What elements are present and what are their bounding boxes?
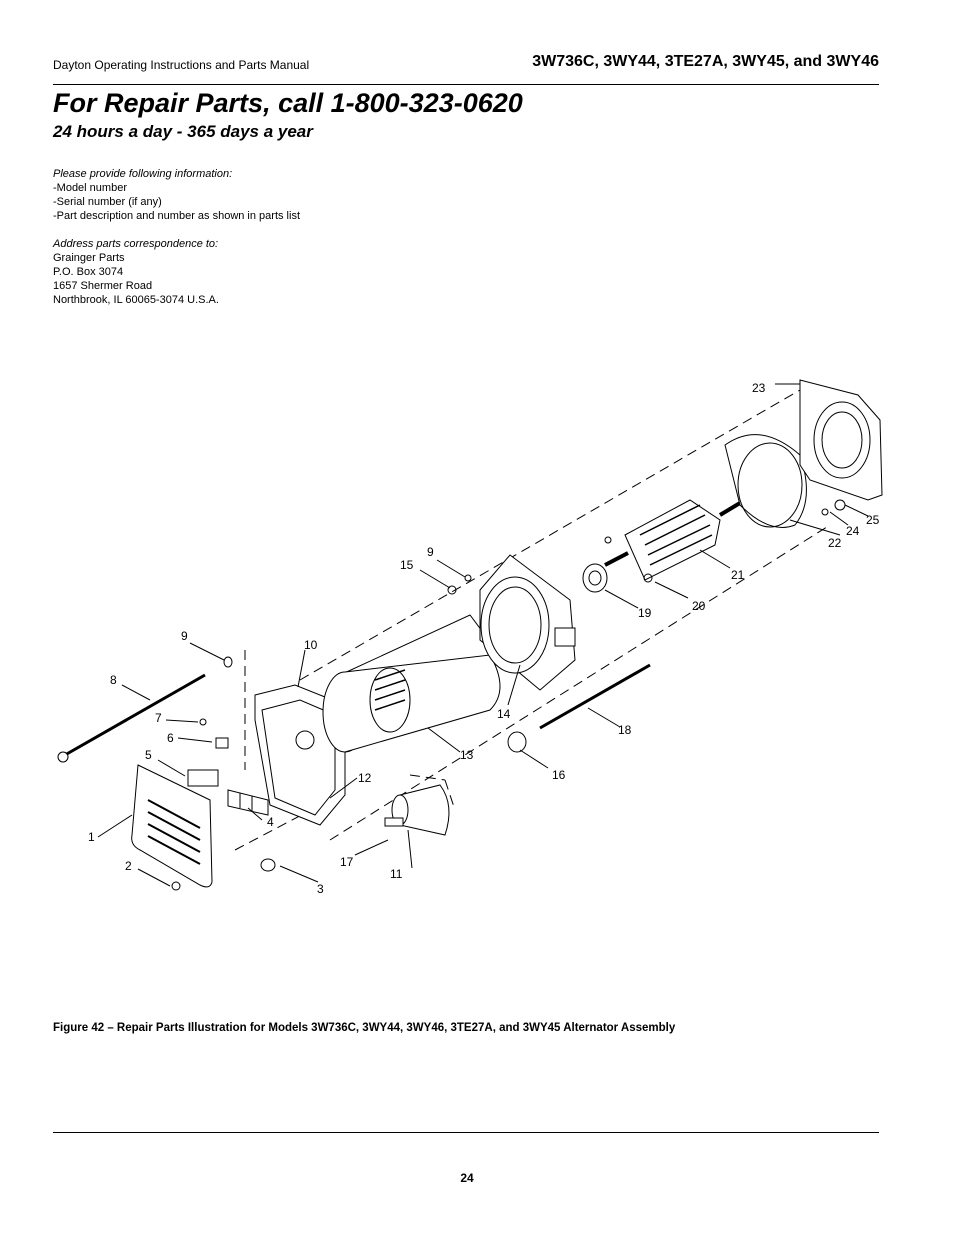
- callout-14: 14: [497, 707, 511, 721]
- callout-9: 9: [181, 629, 188, 643]
- address-heading: Address parts correspondence to:: [53, 238, 219, 250]
- callout-7: 7: [155, 711, 162, 725]
- callout-24: 24: [846, 524, 860, 538]
- callout-2: 2: [125, 859, 132, 873]
- provide-item: -Part description and number as shown in…: [53, 210, 301, 222]
- callout-20: 20: [692, 599, 706, 613]
- callout-18: 18: [618, 723, 632, 737]
- callout-19: 19: [638, 606, 652, 620]
- callout-13: 13: [460, 748, 474, 762]
- callout-5: 5: [145, 748, 152, 762]
- page-title: For Repair Parts, call 1-800-323-0620: [53, 88, 523, 118]
- callout-10: 10: [304, 638, 318, 652]
- page-number: 24: [460, 1171, 474, 1185]
- callout-25: 25: [866, 513, 880, 527]
- address-line: P.O. Box 3074: [53, 266, 124, 278]
- address-line: Grainger Parts: [53, 252, 125, 264]
- callout-23: 23: [752, 381, 766, 395]
- callout-6: 6: [167, 731, 174, 745]
- provide-item: -Model number: [53, 182, 127, 194]
- info-block: Please provide following information: -M…: [53, 167, 300, 307]
- callout-9: 9: [427, 545, 434, 559]
- provide-item: -Serial number (if any): [53, 196, 162, 208]
- header-rule: [53, 84, 879, 85]
- model-numbers: 3W736C, 3WY44, 3TE27A, 3WY45, and 3WY46: [532, 53, 879, 70]
- callout-1: 1: [88, 830, 95, 844]
- manual-title: Dayton Operating Instructions and Parts …: [53, 58, 310, 72]
- address-line: 1657 Shermer Road: [53, 280, 153, 292]
- callout-15: 15: [400, 558, 414, 572]
- callout-12: 12: [358, 771, 372, 785]
- page-subtitle: 24 hours a day - 365 days a year: [53, 122, 313, 141]
- callout-8: 8: [110, 673, 117, 687]
- provide-heading: Please provide following information:: [53, 168, 233, 180]
- callout-21: 21: [731, 568, 745, 582]
- callout-4: 4: [267, 815, 274, 829]
- callout-11: 11: [390, 867, 403, 881]
- callout-17: 17: [340, 855, 354, 869]
- footer-rule: [53, 1132, 879, 1133]
- callout-3: 3: [317, 882, 324, 896]
- figure-caption: Figure 42 – Repair Parts Illustration fo…: [53, 1022, 676, 1034]
- exploded-parts-diagram: 1 2 3 4 5 6 7 8 9 9 10 11 12 13 14 15 16…: [57, 379, 883, 896]
- address-line: Northbrook, IL 60065-3074 U.S.A.: [53, 294, 219, 306]
- callout-16: 16: [552, 768, 566, 782]
- callout-22: 22: [828, 536, 842, 550]
